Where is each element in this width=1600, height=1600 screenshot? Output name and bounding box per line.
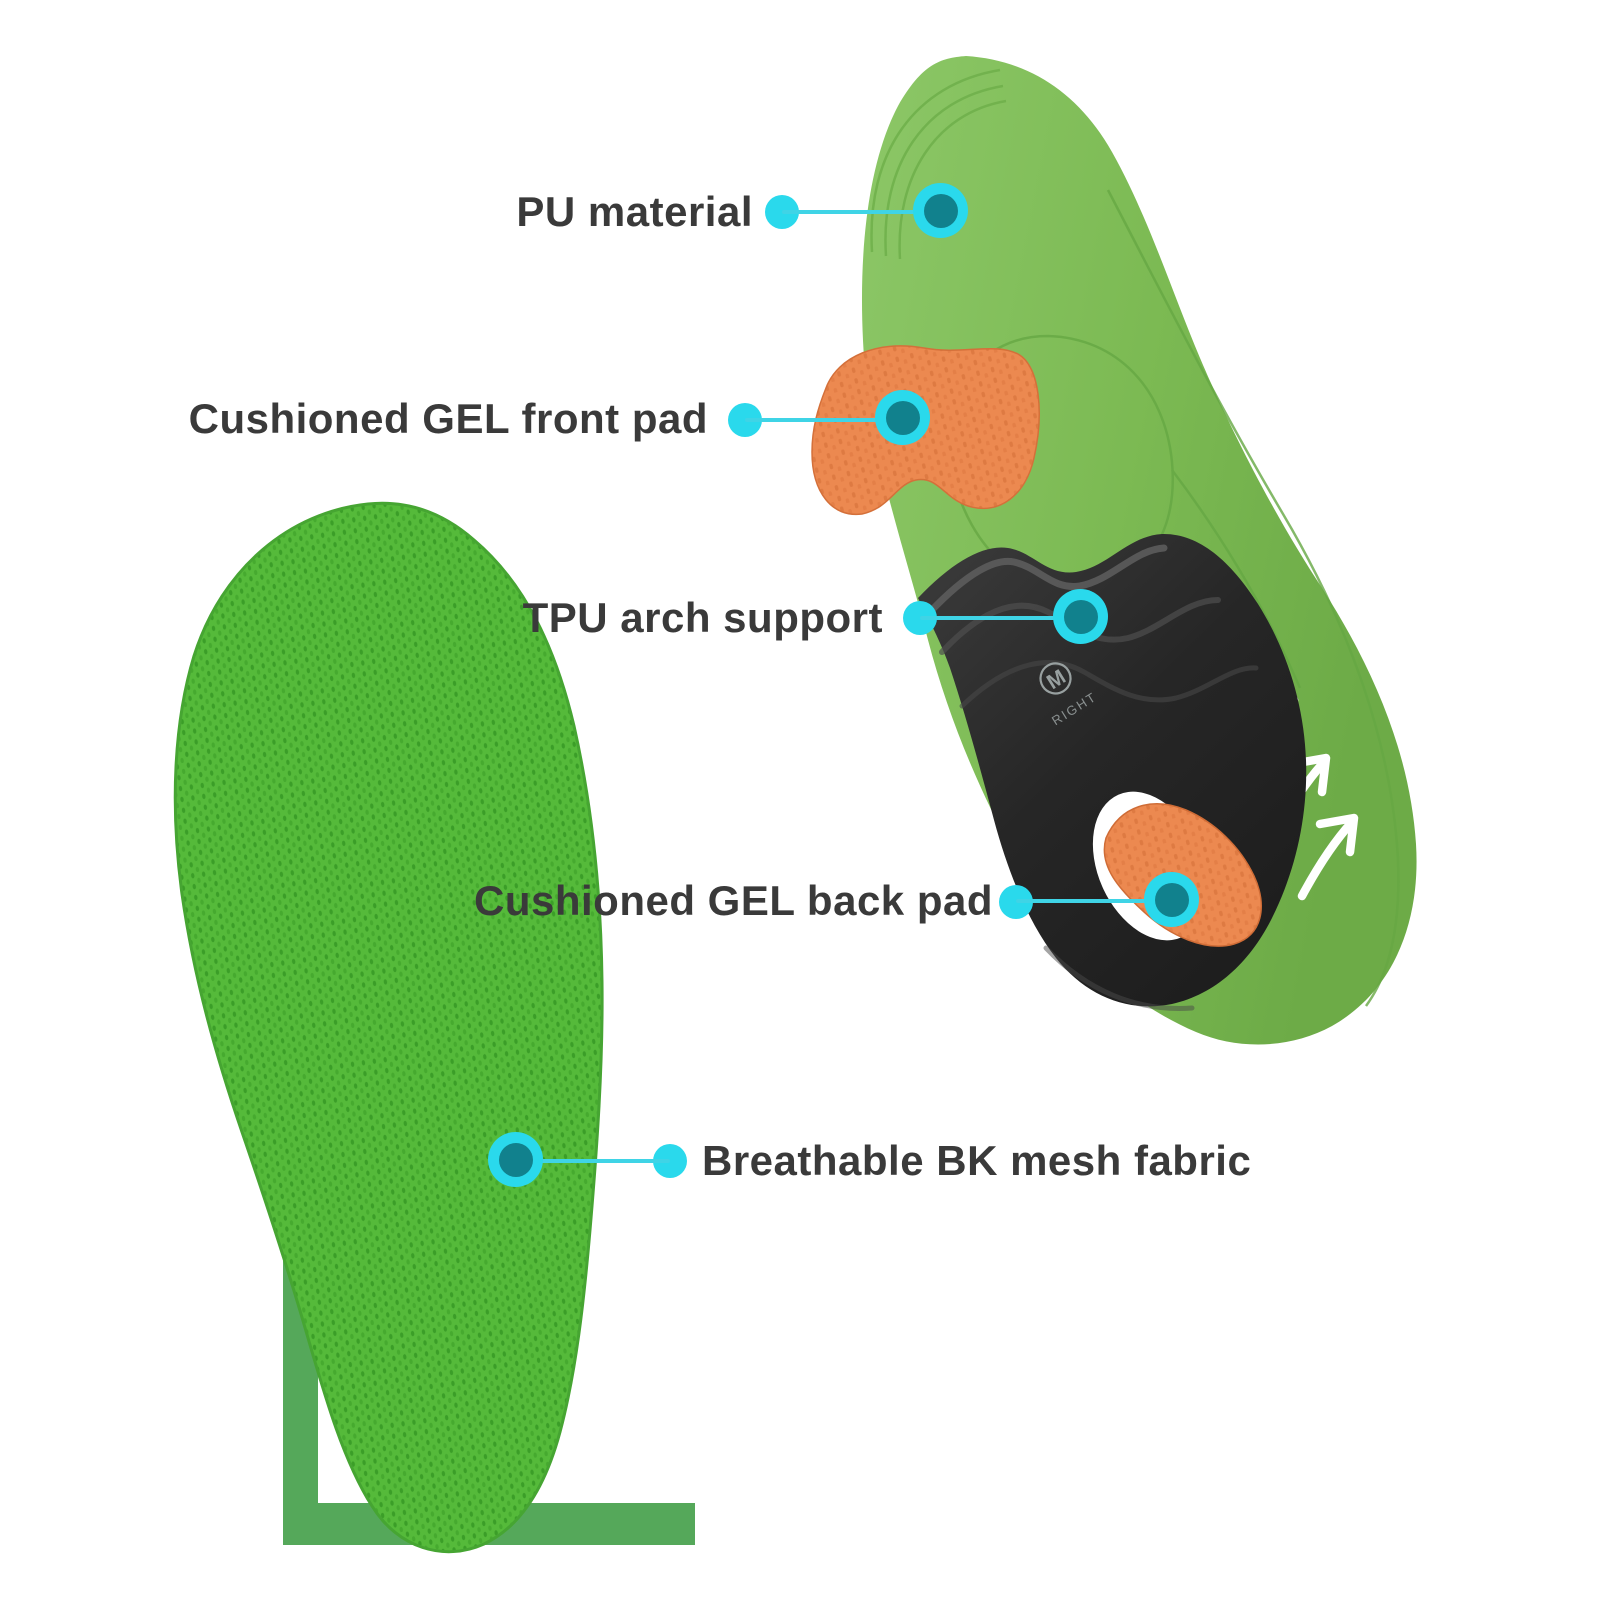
right-insole: M RIGHT	[811, 56, 1417, 1045]
mesh-insole-body	[173, 501, 604, 1554]
callout-leader-line	[516, 1159, 670, 1163]
callout-leader-line	[1016, 899, 1172, 903]
callout-marker-icon	[1053, 589, 1108, 644]
callout-marker-center	[923, 193, 958, 228]
callout-marker-center	[498, 1142, 533, 1177]
callout-label: Cushioned GEL back pad	[474, 877, 993, 924]
callout-leader-line	[920, 616, 1081, 620]
toe-contours	[870, 68, 1007, 260]
corner-frame	[283, 1207, 695, 1545]
callout-marker-icon	[488, 1132, 543, 1187]
callout-marker-icon	[1144, 872, 1199, 927]
callout-marker-icon	[913, 183, 968, 238]
callout-marker-icon	[875, 390, 930, 445]
callout-leader-line	[745, 418, 903, 422]
mesh-insole	[173, 501, 604, 1554]
callout-label: Breathable BK mesh fabric	[702, 1137, 1252, 1184]
callout-label: Cushioned GEL front pad	[188, 395, 708, 442]
callout-leader-line	[782, 210, 941, 214]
callout-marker-center	[1154, 882, 1189, 917]
callout-label: PU material	[516, 188, 753, 235]
callout-marker-center	[885, 400, 920, 435]
callout-marker-center	[1063, 599, 1098, 634]
callout-label: TPU arch support	[522, 594, 883, 641]
logo-circle-icon	[1039, 662, 1072, 695]
